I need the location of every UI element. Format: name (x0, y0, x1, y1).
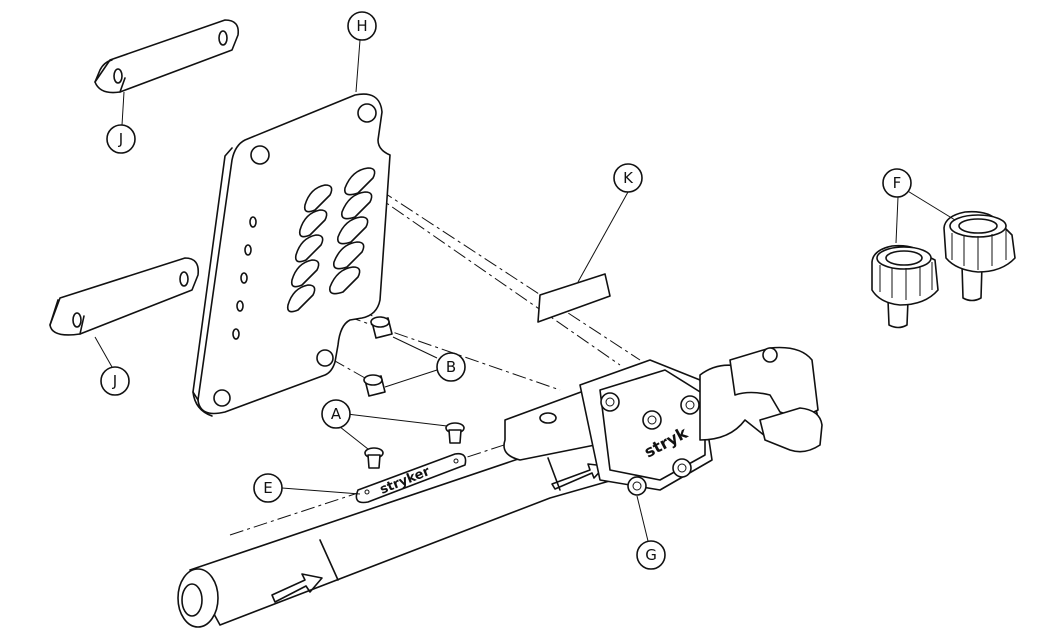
callout-k: K (613, 163, 643, 193)
screw-a-right (445, 422, 465, 444)
leader-lines (94, 39, 956, 542)
callout-f: F (882, 168, 912, 198)
spacer-bar-lower (49, 257, 200, 336)
screw-b-upper (370, 316, 393, 339)
knob-right (943, 210, 1016, 302)
spacer-bar-upper (94, 19, 240, 94)
plate-slots (286, 167, 376, 313)
knob-left (871, 244, 939, 329)
clamp-assembly: stryk (579, 346, 823, 496)
callout-h-label: H (356, 17, 367, 35)
support-rod (177, 429, 621, 628)
clamp-bolts (600, 392, 700, 496)
callout-j-lower-label: J (112, 372, 117, 390)
callout-b: B (436, 352, 466, 382)
mounting-plate (192, 93, 391, 417)
callout-h: H (347, 11, 377, 41)
callout-e: E (253, 473, 283, 503)
callout-k-label: K (623, 169, 634, 187)
callout-f-label: F (893, 174, 902, 192)
label-sticker (537, 273, 611, 323)
callout-g: G (636, 540, 666, 570)
callout-j-upper: J (106, 124, 136, 154)
callout-a: A (321, 399, 351, 429)
screw-a-left (364, 447, 384, 469)
screw-b-lower (363, 374, 386, 397)
callout-a-label: A (331, 405, 342, 423)
callout-b-label: B (446, 358, 456, 376)
callout-j-lower: J (100, 366, 130, 396)
callout-g-label: G (645, 546, 657, 564)
callout-e-label: E (263, 479, 272, 497)
callout-j-upper-label: J (118, 130, 123, 148)
